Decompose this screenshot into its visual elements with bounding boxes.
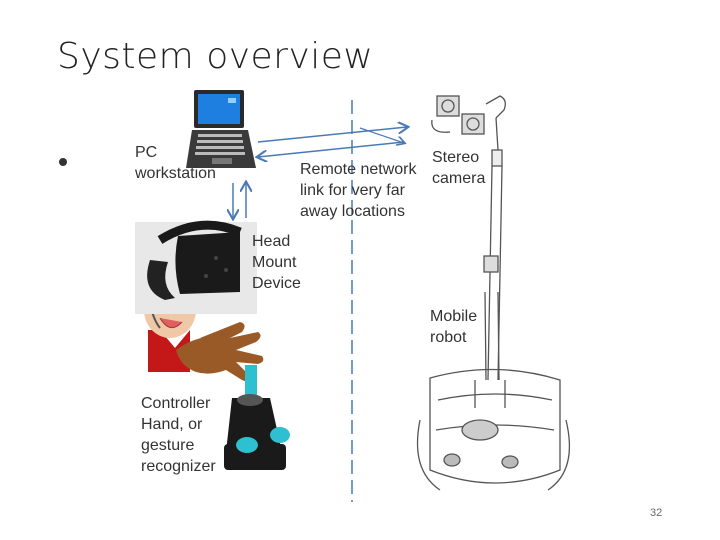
label-controller: Controller Hand, or gesture recognizer [141,395,216,476]
label-pc-workstation: PC workstation [135,144,216,183]
slide-title: System overview [57,36,374,77]
label-stereo-camera: Stereo camera [432,149,486,188]
link-arrow-robot-down [359,127,404,143]
label-mobile-robot: Mobile robot [430,308,478,347]
laptop-icon [186,90,256,168]
label-remote-network: Remote network link for very far away lo… [300,161,417,221]
page-number: 32 [650,507,663,519]
robot-icon [416,95,571,491]
headset-icon [135,220,257,314]
link-arrow-to-robot [257,127,407,143]
controller-hand-icon [176,322,290,470]
bullet-point [59,158,67,166]
link-arrow-to-pc [258,141,405,157]
label-head-mount-device: Head Mount Device [252,233,301,293]
